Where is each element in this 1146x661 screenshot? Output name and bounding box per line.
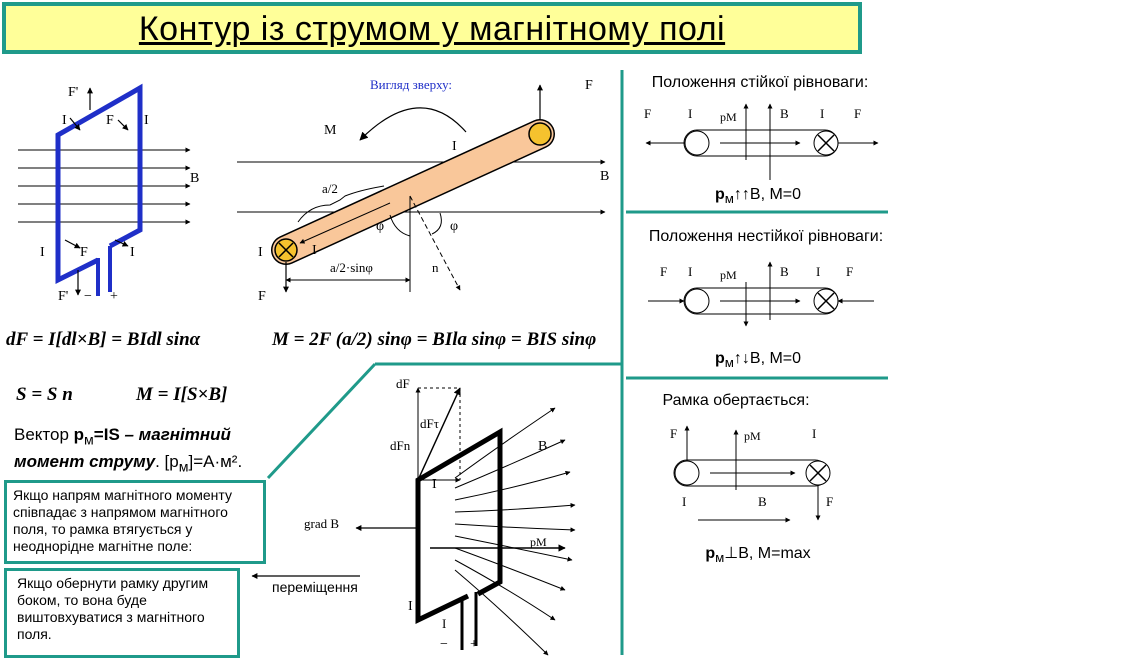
svg-text:B: B	[758, 494, 767, 509]
unstable-equilibrium-diagram: F I pM B I F	[648, 261, 874, 327]
svg-text:−: −	[84, 289, 92, 304]
formula-m-vec: M = I[S×B]	[135, 384, 227, 405]
svg-text:I: I	[682, 494, 686, 509]
svg-text:M: M	[324, 123, 337, 138]
formula-s: S = S n	[16, 384, 73, 405]
svg-text:F: F	[258, 289, 266, 304]
formula-m: M = 2F (a/2) sinφ = BIla sinφ = BIS sinφ	[271, 329, 596, 350]
stable-equilibrium-diagram: F I pM B I F	[644, 103, 879, 180]
svg-text:I: I	[408, 599, 413, 614]
formula-df: dF = I[dl×B] = BIdl sinα	[6, 329, 201, 350]
svg-text:B: B	[780, 106, 789, 121]
title-box: Контур із струмом у магнітному полі	[2, 2, 862, 54]
svg-text:pM: pM	[720, 268, 737, 282]
svg-text:I: I	[432, 477, 437, 492]
blue-frame-diagram: F' I F I B I F I F' − +	[18, 83, 199, 304]
svg-text:a/2: a/2	[322, 181, 338, 196]
svg-text:I: I	[144, 113, 149, 128]
svg-text:pM: pM	[744, 429, 761, 443]
displacement-label: переміщення	[272, 579, 358, 595]
svg-text:I: I	[312, 243, 317, 258]
svg-text:I: I	[820, 106, 824, 121]
svg-text:F: F	[585, 78, 593, 93]
dividers	[266, 70, 888, 655]
magnetic-moment-text: Вектор pм=IS – магнітний момент струму. …	[14, 425, 243, 476]
nonuniform-field-diagram: dF dFτ dFn B I grad B pM I I − +	[251, 376, 576, 656]
svg-text:B: B	[190, 171, 199, 186]
label-f-prime-top: F'	[68, 85, 78, 100]
svg-text:I: I	[258, 245, 263, 260]
stable-title: Положення стійкої рівноваги:	[651, 74, 869, 91]
svg-text:+: +	[110, 289, 118, 304]
svg-text:F': F'	[58, 289, 68, 304]
svg-text:B: B	[780, 264, 789, 279]
svg-text:F: F	[106, 113, 114, 128]
top-view-rod-diagram: Вигляд зверху: B F M I a/2 φ φ I I a/2·s	[237, 77, 609, 304]
rotate-condition: pм⊥B, M=max	[705, 545, 811, 566]
svg-text:F: F	[854, 106, 861, 121]
svg-text:B: B	[538, 439, 547, 454]
svg-text:dFn: dFn	[390, 438, 411, 453]
svg-text:n: n	[432, 260, 439, 275]
svg-text:I: I	[40, 245, 45, 260]
svg-text:pM: pM	[720, 110, 737, 124]
rotate-title: Рамка обертається:	[662, 392, 810, 409]
svg-text:F: F	[670, 426, 677, 441]
svg-text:F: F	[644, 106, 651, 121]
formulas: dF = I[dl×B] = BIdl sinα M = 2F (a/2) si…	[6, 329, 596, 405]
svg-text:I: I	[812, 426, 816, 441]
svg-text:I: I	[688, 264, 692, 279]
svg-text:pM: pM	[530, 535, 547, 549]
svg-text:F: F	[826, 494, 833, 509]
note-repel: Якщо обернути рамку другим боком, то вон…	[4, 568, 240, 658]
svg-text:B: B	[600, 169, 609, 184]
page-title: Контур із струмом у магнітному полі	[138, 10, 726, 48]
svg-text:I: I	[688, 106, 692, 121]
stable-condition: pм↑↑B, M=0	[714, 186, 802, 207]
note-attract: Якщо напрям магнітного моменту співпадає…	[4, 480, 266, 564]
svg-text:grad B: grad B	[304, 516, 339, 531]
svg-text:F: F	[660, 264, 667, 279]
top-view-label: Вигляд зверху:	[370, 77, 452, 92]
svg-text:I: I	[130, 245, 135, 260]
unstable-condition: pм↑↓B, M=0	[714, 350, 802, 371]
unstable-title: Положення нестійкої рівноваги:	[648, 228, 884, 245]
svg-text:F: F	[80, 245, 88, 260]
svg-text:I: I	[442, 616, 446, 631]
svg-text:dF: dF	[396, 376, 410, 391]
rotating-frame-diagram: F pM I I B F	[670, 425, 833, 523]
svg-text:−: −	[440, 637, 448, 652]
svg-text:dFτ: dFτ	[420, 416, 439, 431]
svg-text:I: I	[452, 139, 457, 154]
svg-text:a/2·sinφ: a/2·sinφ	[330, 260, 373, 275]
svg-text:φ: φ	[376, 219, 384, 234]
svg-text:+: +	[470, 637, 478, 652]
svg-text:I: I	[62, 113, 67, 128]
svg-text:F: F	[846, 264, 853, 279]
svg-text:φ: φ	[450, 219, 458, 234]
svg-text:I: I	[816, 264, 820, 279]
